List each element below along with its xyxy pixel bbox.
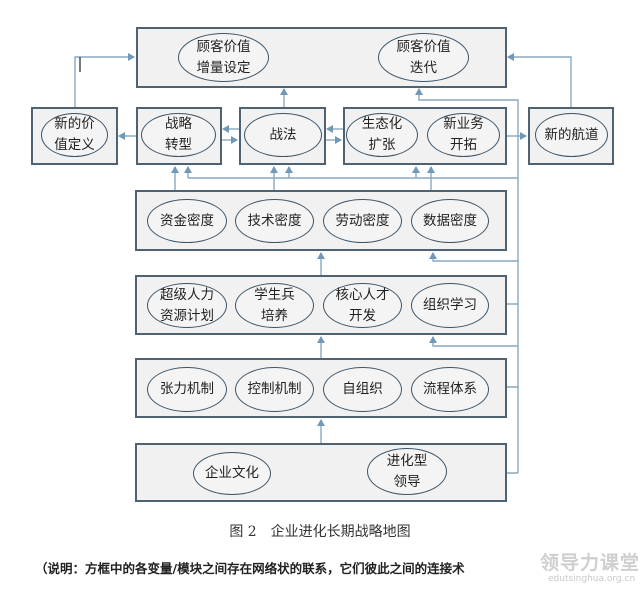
figure-note: （说明：方框中的各变量/模块之间存在网络状的联系，它们彼此之间的连接术 [35, 561, 465, 576]
core-talent-development: 核心人才 开发 [323, 283, 402, 328]
figure-caption: 图 2 企业进化长期战略地图 [229, 524, 411, 540]
strategic-transformation: 战略 转型 [141, 113, 216, 157]
new-value-definition: 新的价 值定义 [41, 113, 108, 157]
arrow-right-to-iteration [415, 88, 519, 473]
new-business-development: 新业务 开拓 [427, 113, 500, 157]
ecosystem-expansion: 生态化 扩张 [346, 113, 418, 157]
labor-density: 劳动密度 [323, 199, 402, 243]
arrow-feedback-row2 [429, 336, 518, 347]
capital-density: 资金密度 [147, 199, 227, 243]
watermark-title: 领导力课堂 [540, 552, 640, 574]
data-density: 数据密度 [411, 199, 489, 243]
customer-value-iteration: 顾客价值 迭代 [378, 33, 469, 82]
organizational-learning: 组织学习 [411, 283, 489, 328]
technology-density: 技术密度 [235, 199, 314, 243]
process-system: 流程体系 [411, 367, 489, 412]
tension-mechanism: 张力机制 [147, 367, 227, 412]
foundation-row [135, 443, 507, 502]
arrow-new-channel-to-top [507, 53, 572, 107]
corporate-culture: 企业文化 [193, 452, 271, 495]
student-soldier-training: 学生兵 培养 [235, 283, 314, 328]
arrow-feedback-row1 [429, 252, 518, 262]
evolutionary-leadership: 进化型 领导 [367, 448, 447, 495]
control-mechanism: 控制机制 [235, 367, 314, 412]
tactics: 战法 [244, 113, 322, 157]
self-organization: 自组织 [323, 367, 402, 412]
watermark-url: edutsinghua.org.cn [548, 574, 636, 584]
customer-value-increment: 顾客价值 增量设定 [178, 33, 269, 82]
super-hr-plan: 超级人力 资源计划 [147, 283, 227, 328]
arrow-new-value-to-top [74, 53, 135, 107]
new-channel: 新的航道 [535, 113, 608, 157]
